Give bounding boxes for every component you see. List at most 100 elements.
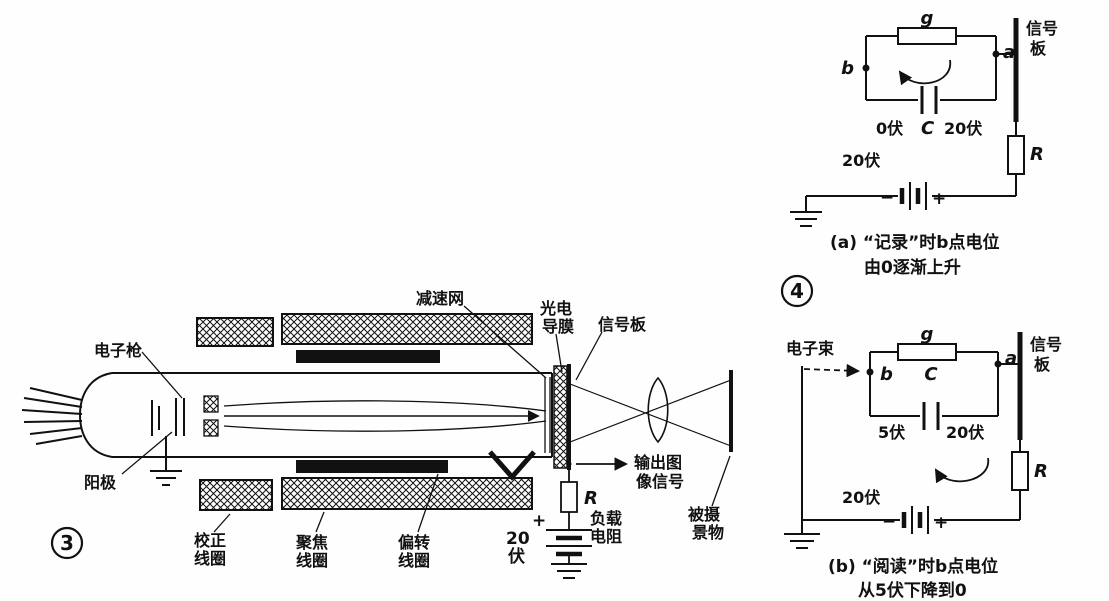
label-b-b: b [880, 364, 893, 385]
label-g-a: g [921, 8, 934, 29]
label-20v-2: 伏 [508, 546, 525, 567]
battery-long-plates-b [911, 506, 929, 534]
focus-coil-top [281, 313, 533, 345]
label-object-2: 景物 [692, 523, 724, 542]
label-g-b: g [921, 324, 934, 345]
label-0v-a: 0伏 [876, 119, 903, 138]
electron-beam-dashed-arrow [803, 363, 861, 378]
label-b-a: b [841, 58, 854, 79]
label-deflection-1: 偏转 [398, 533, 430, 552]
label-c-a: C [921, 118, 935, 139]
node-b-dot-b [866, 368, 874, 376]
decel-mesh [544, 377, 551, 453]
label-decel-mesh: 减速网 [416, 289, 464, 308]
vidicon-tube-diagram [21, 305, 733, 579]
current-hook-arrow-a [898, 59, 951, 86]
label-battery-plus-3: + [532, 511, 546, 531]
label-electron-beam: 电子束 [786, 339, 835, 358]
label-deflection-2: 线圈 [398, 551, 430, 570]
loop-wires-b [869, 351, 999, 417]
deflection-coil-top [296, 350, 440, 363]
light-rays [569, 379, 732, 447]
current-hook-arrow-b [934, 457, 989, 484]
label-focus-1: 聚焦 [295, 533, 328, 552]
anode-ground [150, 436, 182, 486]
resistor-r-box-a [1007, 135, 1025, 175]
caption-a-line2: 由0逐渐上升 [864, 257, 961, 278]
resistor-g-box-b [897, 343, 957, 361]
caption-a-line1: (a) “记录”时b点电位 [830, 232, 999, 253]
node-b-dot-a [862, 64, 870, 72]
battery-short-plates-a [899, 188, 921, 204]
label-20v-1: 20 [506, 529, 530, 549]
resistor-g-box-a [897, 27, 957, 45]
label-20v-b: 20伏 [946, 423, 984, 442]
label-signal-plate: 信号板 [598, 315, 647, 334]
label-5v-b: 5伏 [878, 423, 905, 442]
output-junction-dot [566, 461, 572, 467]
label-plate-1-b: 信号 [1030, 335, 1062, 354]
battery-long-plates-a [909, 182, 927, 210]
label-plate-1-a: 信号 [1026, 19, 1058, 38]
label-photo-film-1: 光电 [539, 299, 572, 318]
figure3-badge-number: 3 [60, 531, 74, 555]
beam-envelope [223, 400, 547, 432]
label-plus-a: + [932, 189, 946, 209]
label-anode: 阳极 [84, 473, 117, 492]
label-object-1: 被摄 [688, 505, 721, 524]
load-resistor-box [560, 481, 578, 513]
label-electron-gun: 电子枪 [94, 341, 142, 360]
correction-coil-bottom [199, 479, 273, 511]
electron-gun-electrodes [151, 398, 185, 436]
label-load-2: 电阻 [590, 527, 622, 546]
capacitor-plates-a [920, 86, 938, 114]
label-focus-2: 线圈 [296, 551, 328, 570]
photoconductive-film [553, 365, 568, 469]
label-plus-b: + [934, 513, 948, 533]
label-plate-2-a: 板 [1030, 39, 1047, 58]
circuit-b [784, 332, 1029, 549]
label-c-b: C [924, 364, 938, 385]
deflection-coil-bottom [296, 460, 448, 473]
battery-short-plates [556, 535, 582, 557]
gun-grid-upper [203, 395, 219, 413]
figure4-badge-circle [780, 274, 814, 308]
label-plate-2-b: 板 [1034, 355, 1051, 374]
caption-b-line2: 从5伏下降到0 [858, 580, 967, 601]
battery-long-plates [546, 529, 592, 547]
lens [647, 376, 669, 444]
ground-b [784, 520, 820, 549]
gun-grid-lower [203, 419, 219, 437]
figure4-badge-number: 4 [790, 279, 804, 303]
label-r-b: R [1034, 461, 1048, 482]
label-r-a: R [1030, 144, 1044, 165]
resistor-r-box-b [1011, 451, 1029, 491]
caption-b-line1: (b) “阅读”时b点电位 [828, 556, 998, 577]
target-lead-wire [488, 450, 536, 481]
label-photo-film-2: 导膜 [542, 317, 574, 336]
supply-ground [551, 563, 587, 579]
tube-body [78, 372, 553, 458]
label-minus-b: − [882, 512, 896, 532]
label-output-1: 输出图 [634, 453, 682, 472]
label-correction-2: 线圈 [194, 549, 226, 568]
circuit-a [780, 18, 1025, 308]
battery-short-plates-b [901, 512, 923, 528]
capacitor-plates-b [922, 402, 940, 430]
leader-lines [121, 305, 731, 533]
label-a-a: a [1003, 42, 1015, 63]
label-output-2: 像信号 [636, 472, 684, 491]
label-load-1: 负载 [590, 509, 622, 528]
ground-a [790, 196, 822, 227]
loop-wires-a [865, 35, 997, 101]
correction-coil-top [196, 317, 274, 347]
label-supply-a: 20伏 [842, 151, 880, 170]
label-20v-a: 20伏 [944, 119, 982, 138]
label-minus-a: − [880, 188, 894, 208]
label-correction-1: 校正 [194, 531, 226, 550]
label-supply-b: 20伏 [842, 488, 880, 507]
label-a-b: a [1005, 348, 1017, 369]
focus-coil-bottom [281, 477, 533, 510]
